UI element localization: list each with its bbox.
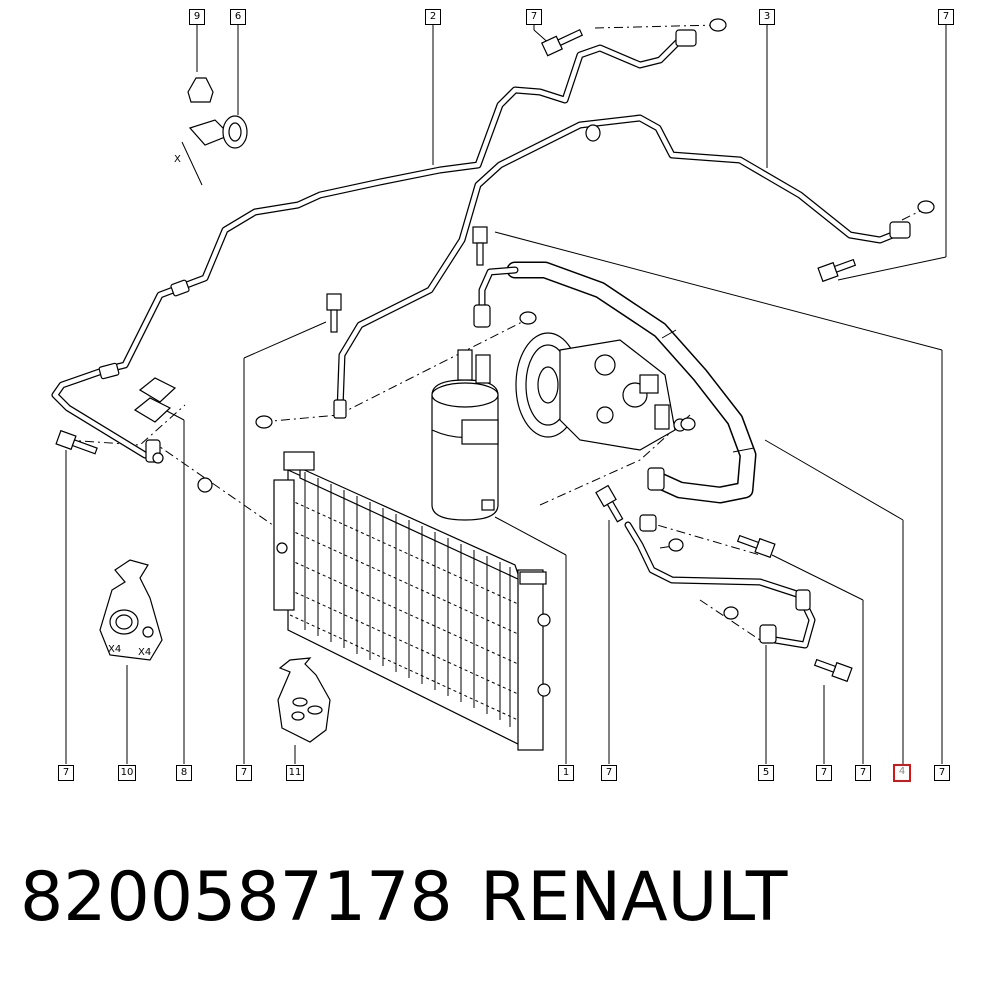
callout-7[interactable]: 7 [934, 765, 950, 781]
callout-9[interactable]: 9 [189, 9, 205, 25]
pipe-2 [51, 36, 684, 459]
bolt-hose [472, 226, 488, 266]
bolt-lower-right [736, 534, 776, 559]
x-mark-label: X [174, 154, 181, 165]
callout-11[interactable]: 11 [286, 765, 304, 781]
x4-right-label: X4 [138, 647, 151, 658]
callout-6[interactable]: 6 [230, 9, 246, 25]
brand-name: RENAULT [480, 858, 788, 937]
bolt-bottom-right [813, 658, 853, 683]
condenser [273, 451, 551, 751]
callout-10[interactable]: 10 [118, 765, 136, 781]
bolt-top-left [55, 429, 98, 455]
callout-7[interactable]: 7 [236, 765, 252, 781]
pipe-bracket-8 [133, 377, 177, 464]
bolt-dryer [326, 293, 342, 333]
bolts [55, 28, 857, 683]
callout-8[interactable]: 8 [176, 765, 192, 781]
callout-7[interactable]: 7 [938, 9, 954, 25]
hose-4 [473, 261, 757, 504]
x4-left-label: X4 [108, 644, 121, 655]
pipe-5 [624, 514, 816, 649]
receiver-drier [431, 349, 499, 521]
bolt-right [817, 258, 857, 283]
ac-system-exploded-diagram: X X4 X4 [51, 18, 947, 764]
callout-5[interactable]: 5 [758, 765, 774, 781]
callout-2[interactable]: 2 [425, 9, 441, 25]
callout-4-highlighted[interactable]: 4 [893, 764, 911, 782]
pipe-3 [336, 114, 904, 414]
leader-lines [65, 25, 947, 764]
callout-7[interactable]: 7 [526, 9, 542, 25]
compressor [515, 332, 687, 451]
clip-6-9: X [174, 77, 248, 186]
seal-kit-bag-10: X4 X4 [99, 559, 163, 661]
callout-7[interactable]: 7 [601, 765, 617, 781]
o-rings [197, 18, 935, 620]
callout-1[interactable]: 1 [558, 765, 574, 781]
callout-7[interactable]: 7 [58, 765, 74, 781]
callout-7[interactable]: 7 [816, 765, 832, 781]
callout-7[interactable]: 7 [855, 765, 871, 781]
callout-3[interactable]: 3 [759, 9, 775, 25]
part-number: 8200587178 [20, 858, 453, 937]
bolt-lower-center [595, 484, 624, 523]
seal-kit-bag-11 [277, 657, 331, 743]
pipe-fittings [98, 29, 911, 419]
bolt-top-center [540, 28, 584, 57]
